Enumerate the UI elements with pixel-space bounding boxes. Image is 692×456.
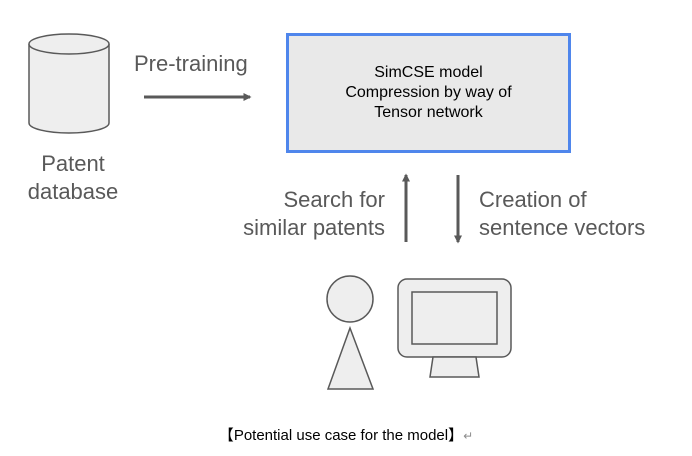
search-label: Search for similar patents xyxy=(230,186,385,241)
simcse-model-box: SimCSE model Compression by way of Tenso… xyxy=(286,33,571,153)
model-box-line1: SimCSE model xyxy=(374,64,483,81)
search-label-line1: Search for xyxy=(283,187,386,212)
caption-text: Potential use case for the model xyxy=(233,427,449,444)
database-label: Patent database xyxy=(8,150,138,205)
person-icon xyxy=(326,275,375,390)
database-label-line2: database xyxy=(27,178,119,204)
search-label-line2: similar patents xyxy=(243,214,385,240)
computer-monitor-icon xyxy=(397,278,512,378)
database-cylinder-icon xyxy=(28,33,110,134)
creation-label: Creation of sentence vectors xyxy=(479,186,645,241)
model-box-line2: Compression by way of xyxy=(345,84,512,101)
creation-label-line1: Creation of xyxy=(479,187,587,212)
caption-open-bracket: 【 xyxy=(218,427,234,444)
pretraining-label: Pre-training xyxy=(134,51,248,76)
creation-label-line2: sentence vectors xyxy=(479,214,646,240)
model-box-line3: Tensor network xyxy=(374,104,483,121)
database-label-line1: Patent xyxy=(41,151,105,176)
return-mark-icon: ↵ xyxy=(463,429,474,443)
figure-caption: 【Potential use case for the model】↵ xyxy=(0,424,692,445)
caption-close-bracket: 】 xyxy=(448,427,464,444)
